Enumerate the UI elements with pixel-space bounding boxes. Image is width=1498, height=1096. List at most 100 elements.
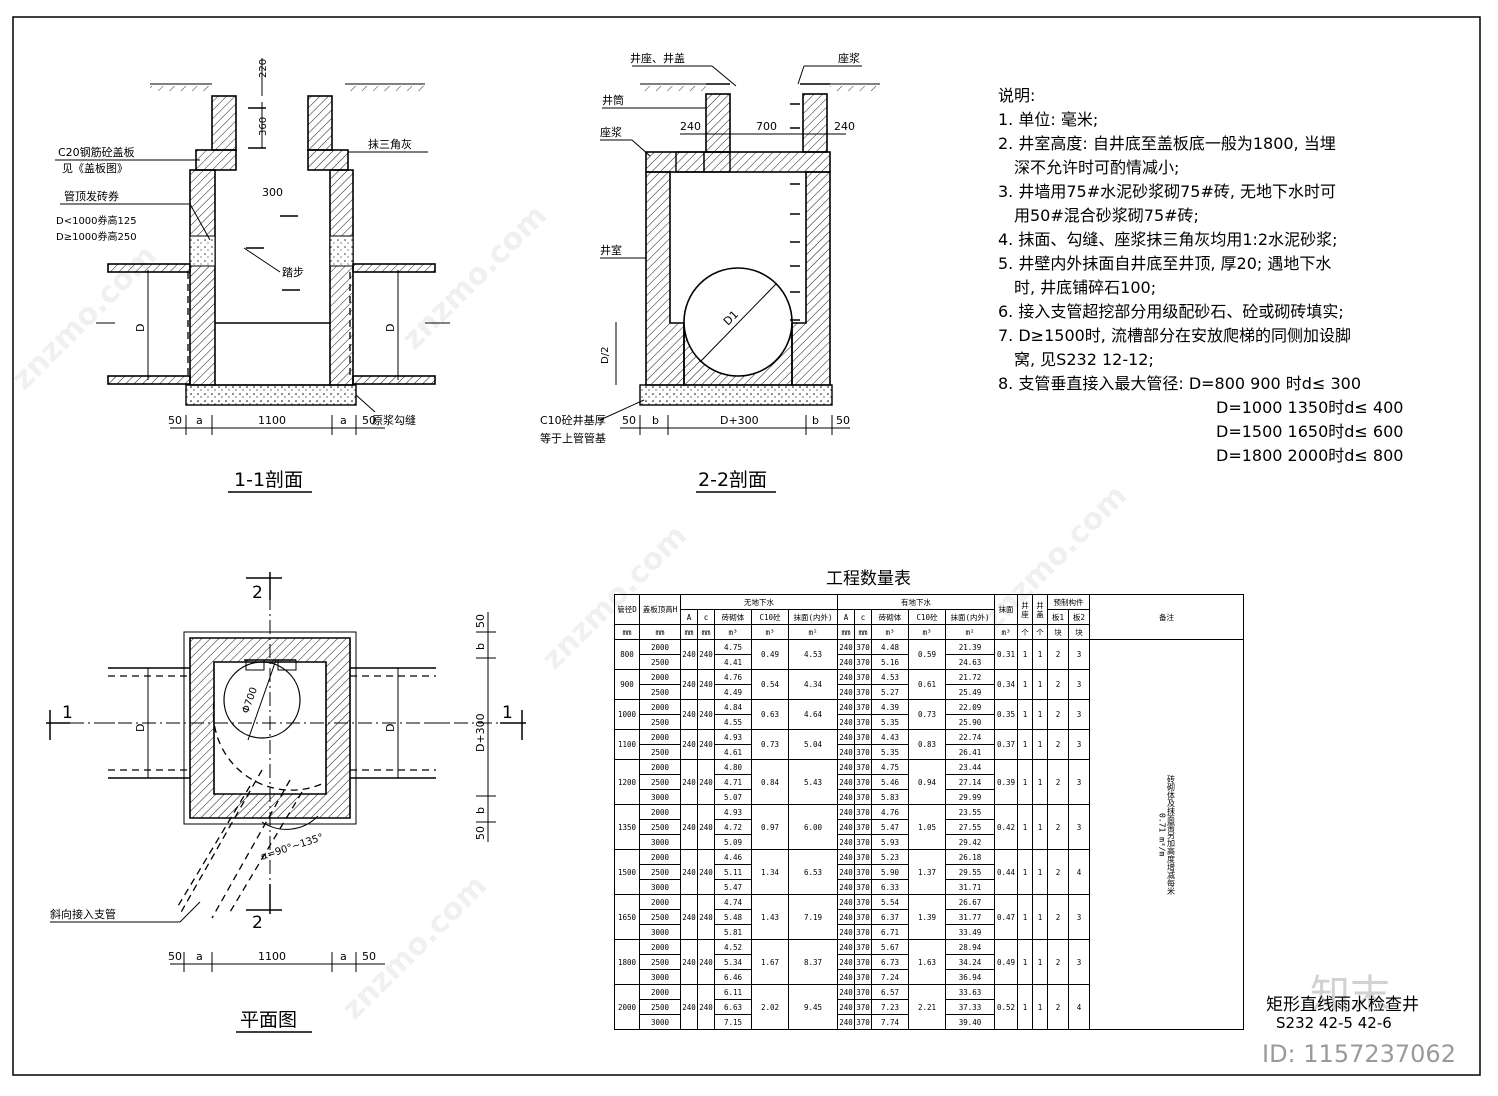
cell-slab2: 3 xyxy=(1068,804,1090,850)
cell-D: 1800 xyxy=(614,939,640,985)
th-unit: m² xyxy=(788,624,838,640)
th-dry-c: c xyxy=(697,609,715,625)
cell-H: 3000 xyxy=(639,1014,681,1030)
cell-D: 1100 xyxy=(614,729,640,760)
cell-slab2: 4 xyxy=(1068,849,1090,895)
note-7: 7. D≥1500时, 流槽部分在安放爬梯的同侧加设脚 xyxy=(998,326,1351,345)
cell-brick: 4.41 xyxy=(714,654,752,670)
cell-wet-c10: 0.73 xyxy=(908,699,946,730)
th-dry-c10: C10砼 xyxy=(751,609,789,625)
th-unit: 个 xyxy=(1017,624,1033,640)
cell-wet-plaster: 29.99 xyxy=(945,789,995,805)
th-unit: mm xyxy=(854,624,872,640)
cell-c10: 0.63 xyxy=(751,699,789,730)
cell-brick: 4.76 xyxy=(714,669,752,685)
cell-A: 240 xyxy=(680,729,698,760)
cell-frame: 1 xyxy=(1017,849,1033,895)
cell-H: 2500 xyxy=(639,714,681,730)
sec2-dim-700: 700 xyxy=(756,120,777,133)
cell-brick: 4.72 xyxy=(714,819,752,835)
sec1-dim-220: 220 xyxy=(258,59,269,78)
cell-wet-brick: 5.54 xyxy=(871,894,909,910)
plan-dim-right-top: 50 xyxy=(474,614,487,628)
plan-dim-right-mid: D+300 xyxy=(474,713,487,752)
cell-wet-c: 370 xyxy=(854,894,872,910)
th-unit: mm xyxy=(680,624,698,640)
cell-wet-A: 240 xyxy=(837,669,855,685)
cell-wet-plaster: 29.55 xyxy=(945,864,995,880)
cell-c: 240 xyxy=(697,639,715,670)
cell-wet-c: 370 xyxy=(854,669,872,685)
th-unit: m³ xyxy=(714,624,752,640)
cell-c: 240 xyxy=(697,894,715,940)
plan-dim-right-b-top: b xyxy=(474,643,487,650)
cell-H: 2500 xyxy=(639,864,681,880)
cell-wet-brick: 7.23 xyxy=(871,999,909,1015)
cell-wet-brick: 4.48 xyxy=(871,639,909,655)
cell-cover: 1 xyxy=(1032,759,1048,805)
cell-wet-A: 240 xyxy=(837,804,855,820)
cell-plaster: 4.53 xyxy=(788,639,838,670)
cell-wet-plaster: 37.33 xyxy=(945,999,995,1015)
cell-brick: 4.74 xyxy=(714,894,752,910)
cell-H: 3000 xyxy=(639,879,681,895)
cell-wet-c10: 1.63 xyxy=(908,939,946,985)
cell-H: 2000 xyxy=(639,639,681,655)
cell-wet-A: 240 xyxy=(837,939,855,955)
cell-wet-plaster: 27.14 xyxy=(945,774,995,790)
cell-frame: 1 xyxy=(1017,804,1033,850)
cell-wet-A: 240 xyxy=(837,999,855,1015)
cell-wet-brick: 5.93 xyxy=(871,834,909,850)
plan-sec-right: 1 xyxy=(502,703,513,723)
sec2-label-mortar-left: 座浆 xyxy=(600,125,622,139)
note-7-cont: 窝, 见S232 12-12; xyxy=(1014,350,1154,369)
cell-wet-A: 240 xyxy=(837,699,855,715)
cell-wet-A: 240 xyxy=(837,819,855,835)
cell-wet-plaster: 26.18 xyxy=(945,849,995,865)
sec1-dim-300: 300 xyxy=(262,186,283,199)
cell-wet-c10: 0.59 xyxy=(908,639,946,670)
cell-c10: 1.34 xyxy=(751,849,789,895)
cell-brick: 4.80 xyxy=(714,759,752,775)
cell-wet-plaster: 21.72 xyxy=(945,669,995,685)
plan-dim-D-left: D xyxy=(134,724,147,732)
cell-wet-A: 240 xyxy=(837,759,855,775)
sec2-dim-240-left: 240 xyxy=(680,120,701,133)
cell-cover: 1 xyxy=(1032,639,1048,670)
sec1-dim-1100: 1100 xyxy=(258,414,286,427)
plan-title: 平面图 xyxy=(240,1009,297,1031)
cell-wet-plaster: 33.49 xyxy=(945,924,995,940)
remark-unit: 0.71 m³/m xyxy=(1157,812,1167,857)
cell-wet-c: 370 xyxy=(854,819,872,835)
cell-wet-c10: 1.37 xyxy=(908,849,946,895)
note-6: 6. 接入支管超挖部分用级配砂石、砼或砌砖填实; xyxy=(998,302,1344,321)
cell-cover: 1 xyxy=(1032,669,1048,700)
cell-wet-c: 370 xyxy=(854,864,872,880)
sec1-label-arch-1: D<1000券高125 xyxy=(56,214,137,227)
cell-A: 240 xyxy=(680,894,698,940)
cell-wet-A: 240 xyxy=(837,744,855,760)
quantity-table: 管径D 盖板顶高H 无地下水 有地下水 抹面 井座 井盖 预制构件 备注 A c… xyxy=(614,594,1244,1030)
th-unit: 块 xyxy=(1068,624,1090,640)
th-unit: mm xyxy=(697,624,715,640)
cell-frame: 1 xyxy=(1017,639,1033,670)
th-precast: 预制构件 xyxy=(1047,594,1090,610)
cell-wet-plaster: 24.63 xyxy=(945,654,995,670)
notes-heading: 说明: xyxy=(998,86,1036,105)
cell-m: 0.47 xyxy=(994,894,1018,940)
sec1-label-cover-ref: 见《盖板图》 xyxy=(62,161,128,175)
sec2-dim-mid: D+300 xyxy=(720,414,759,427)
th-unit: m³ xyxy=(871,624,909,640)
cell-plaster: 6.53 xyxy=(788,849,838,895)
note-4: 4. 抹面、勾缝、座浆抹三角灰均用1:2水泥砂浆; xyxy=(998,230,1338,249)
cell-c: 240 xyxy=(697,984,715,1030)
cell-wet-brick: 5.46 xyxy=(871,774,909,790)
cell-frame: 1 xyxy=(1017,939,1033,985)
